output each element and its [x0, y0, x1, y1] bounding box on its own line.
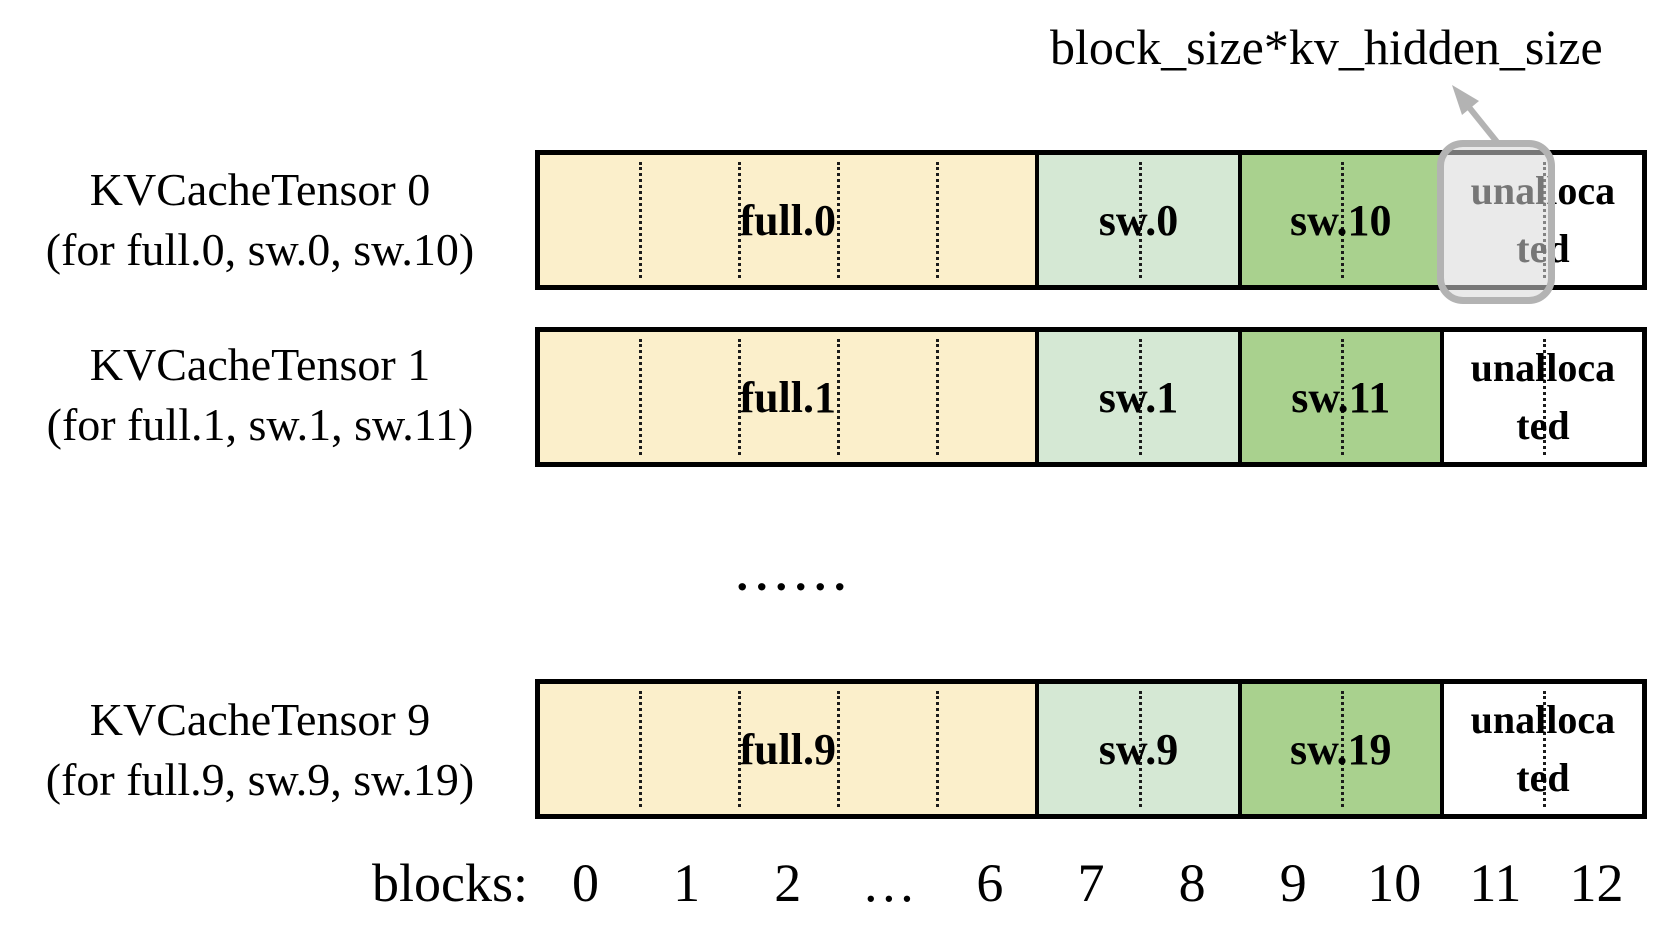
- blocks-axis-label: blocks:: [372, 853, 528, 913]
- block-tick: 8: [1178, 853, 1206, 913]
- block-divider: [936, 691, 940, 807]
- section-full.9: full.9: [540, 684, 1036, 814]
- block-tick: 7: [1077, 853, 1105, 913]
- section-label: unalloca ted: [1471, 339, 1615, 455]
- block-divider: [837, 339, 841, 455]
- section-sw.19: sw.19: [1237, 684, 1440, 814]
- block-tick: 0: [572, 853, 600, 913]
- section-label: sw.9: [1098, 724, 1179, 774]
- block-tick: 12: [1569, 853, 1624, 913]
- tensor-row-label: KVCacheTensor 9 (for full.9, sw.9, sw.19): [10, 690, 510, 810]
- section-sw.0: sw.0: [1035, 155, 1238, 285]
- tensor-row-label: KVCacheTensor 0 (for full.0, sw.0, sw.10): [10, 160, 510, 280]
- tensor-subtitle: (for full.0, sw.0, sw.10): [45, 224, 475, 275]
- block-divider: [1340, 339, 1344, 455]
- section-label-line: unalloca: [1470, 345, 1616, 390]
- section-unallocated: unalloca ted: [1439, 684, 1643, 814]
- block-tick: …: [861, 853, 916, 913]
- section-label: sw.1: [1098, 372, 1179, 422]
- section-sw.9: sw.9: [1035, 684, 1238, 814]
- section-sw.11: sw.11: [1237, 332, 1440, 462]
- tensor-subtitle: (for full.1, sw.1, sw.11): [46, 399, 474, 450]
- section-label-line: unalloca: [1470, 697, 1616, 742]
- tensor-bar: full.9 sw.9 sw.19 unalloca ted: [535, 679, 1647, 819]
- block-divider: [837, 162, 841, 278]
- block-tick: 1: [673, 853, 701, 913]
- block-divider: [738, 691, 742, 807]
- block-divider: [1138, 691, 1142, 807]
- block-divider: [1138, 339, 1142, 455]
- block-highlight: [1437, 140, 1555, 304]
- section-label: unalloca ted: [1471, 691, 1615, 807]
- block-tick: 6: [976, 853, 1004, 913]
- block-divider: [738, 339, 742, 455]
- block-tick: 10: [1367, 853, 1422, 913]
- section-label: full.0: [739, 195, 837, 245]
- block-divider: [738, 162, 742, 278]
- tensor-row-label: KVCacheTensor 1 (for full.1, sw.1, sw.11): [10, 335, 510, 455]
- tensor-title: KVCacheTensor 1: [89, 339, 431, 390]
- section-label: sw.0: [1098, 195, 1179, 245]
- block-size-annotation: block_size*kv_hidden_size: [1050, 19, 1603, 75]
- section-label: sw.19: [1289, 724, 1392, 774]
- block-divider: [837, 691, 841, 807]
- section-label: full.1: [739, 372, 837, 422]
- block-tick: 2: [774, 853, 802, 913]
- section-label: full.9: [739, 724, 837, 774]
- section-label-line: ted: [1516, 755, 1570, 800]
- section-unallocated: unalloca ted: [1439, 332, 1643, 462]
- tensor-bar: full.1 sw.1 sw.11 unalloca ted: [535, 327, 1647, 467]
- section-label-line: ted: [1516, 403, 1570, 448]
- section-label: sw.10: [1289, 195, 1392, 245]
- rows-ellipsis: ......: [736, 549, 854, 600]
- block-divider: [639, 691, 643, 807]
- block-divider: [936, 339, 940, 455]
- block-tick: 11: [1469, 853, 1522, 913]
- block-divider: [639, 339, 643, 455]
- section-label: sw.11: [1291, 372, 1391, 422]
- block-divider: [639, 162, 643, 278]
- section-full.1: full.1: [540, 332, 1036, 462]
- section-sw.1: sw.1: [1035, 332, 1238, 462]
- section-sw.10: sw.10: [1237, 155, 1440, 285]
- tensor-subtitle: (for full.9, sw.9, sw.19): [45, 754, 475, 805]
- block-divider: [1138, 162, 1142, 278]
- block-divider: [1542, 339, 1546, 455]
- block-tick: 9: [1279, 853, 1307, 913]
- tensor-title: KVCacheTensor 0: [89, 164, 431, 215]
- block-divider: [936, 162, 940, 278]
- tensor-title: KVCacheTensor 9: [89, 694, 431, 745]
- block-divider: [1340, 691, 1344, 807]
- block-divider: [1542, 691, 1546, 807]
- block-divider: [1340, 162, 1344, 278]
- section-full.0: full.0: [540, 155, 1036, 285]
